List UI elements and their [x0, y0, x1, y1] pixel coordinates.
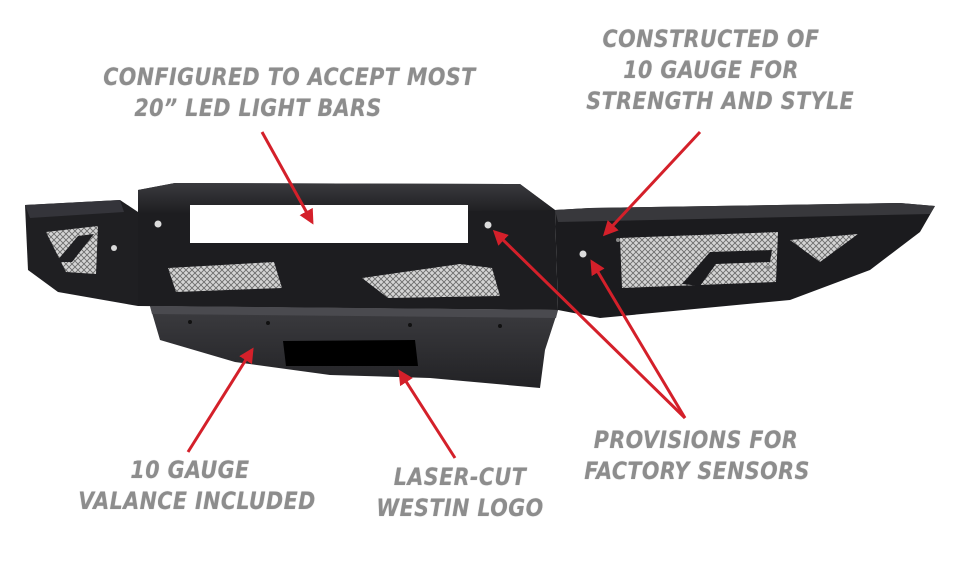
laser-cut-logo [283, 340, 418, 366]
center-section [138, 183, 558, 310]
callout-line: 20” LED LIGHT BARS [134, 94, 382, 122]
callout-line: CONSTRUCTED OF [602, 25, 820, 53]
center-left-mesh [168, 262, 282, 292]
callout-line: WESTIN LOGO [376, 494, 544, 522]
callout-line: 10 GAUGE [130, 456, 250, 484]
arrow-logo [398, 369, 457, 459]
callout-led-light-bar: CONFIGURED TO ACCEPT MOST 20” LED LIGHT … [103, 62, 476, 124]
arrow-construction [602, 130, 702, 237]
callout-line: LASER-CUT [393, 463, 527, 491]
arrow-sensor-right [590, 259, 687, 419]
callout-line: CONFIGURED TO ACCEPT MOST [103, 63, 476, 91]
callout-sensors: PROVISIONS FOR FACTORY SENSORS [584, 425, 810, 487]
callout-logo: LASER-CUT WESTIN LOGO [374, 462, 546, 524]
arrow-sensor-center [492, 229, 687, 420]
sensor-hole-center [484, 221, 492, 229]
valance [150, 306, 558, 388]
callout-line: PROVISIONS FOR [593, 426, 799, 454]
callout-line: STRENGTH AND STYLE [586, 87, 855, 115]
right-wing-mesh [620, 232, 778, 288]
callout-valance: 10 GAUGE VALANCE INCLUDED [78, 455, 316, 517]
light-bar-opening [190, 205, 468, 243]
callout-line: FACTORY SENSORS [584, 457, 810, 485]
callout-line: VALANCE INCLUDED [78, 487, 316, 515]
arrow-valance [186, 347, 254, 453]
right-wing-end-mesh [790, 234, 858, 262]
sensor-hole-right [579, 250, 587, 258]
arrow-led [260, 131, 314, 225]
right-wing [555, 203, 935, 318]
center-right-mesh [362, 264, 500, 298]
callout-arrows [186, 130, 702, 459]
callout-construction: CONSTRUCTED OF 10 GAUGE FOR STRENGTH AND… [586, 24, 855, 117]
callout-line: 10 GAUGE FOR [623, 56, 799, 84]
left-wing [25, 200, 138, 306]
